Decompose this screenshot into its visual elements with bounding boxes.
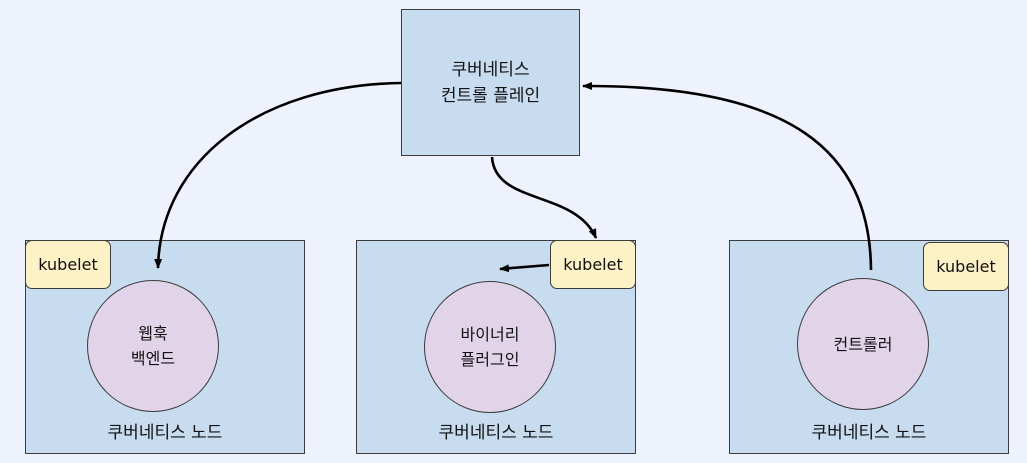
node-2-label: 쿠버네티스 노드	[438, 423, 554, 443]
kubernetes-node-1: kubelet 웹훅 백엔드 쿠버네티스 노드	[25, 240, 305, 454]
control-plane-box: 쿠버네티스 컨트롤 플레인	[401, 9, 580, 156]
kubernetes-node-2: kubelet 바이너리 플러그인 쿠버네티스 노드	[356, 240, 636, 454]
arrow-control-plane-to-kubelet	[490, 156, 598, 239]
node-1-label: 쿠버네티스 노드	[107, 423, 223, 443]
kubelet-3: kubelet	[923, 242, 1009, 291]
pod-controller: 컨트롤러	[797, 278, 929, 410]
control-plane-label: 쿠버네티스 컨트롤 플레인	[440, 59, 541, 106]
node-3-label: 쿠버네티스 노드	[811, 423, 927, 443]
kubelet-1: kubelet	[25, 240, 111, 289]
pod-binary-plugin: 바이너리 플러그인	[424, 281, 556, 413]
kubernetes-node-3: kubelet 컨트롤러 쿠버네티스 노드	[729, 240, 1009, 454]
pod-webhook-backend: 웹훅 백엔드	[87, 280, 219, 412]
kubelet-2: kubelet	[550, 240, 636, 289]
